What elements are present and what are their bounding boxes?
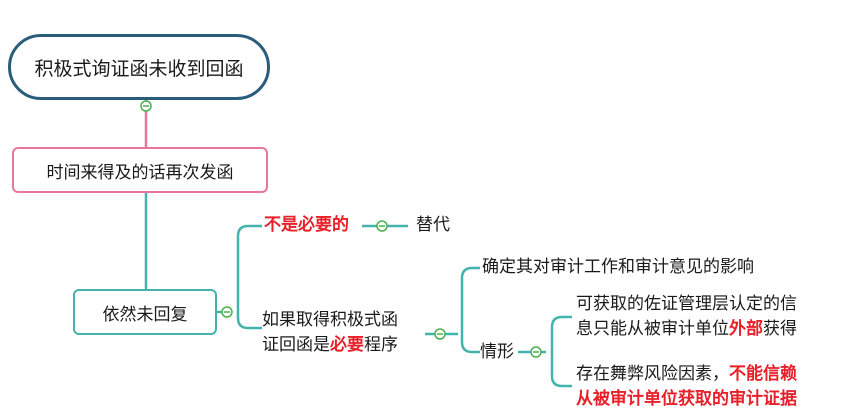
still-no-reply-label: 依然未回复 [102, 304, 188, 325]
root-node[interactable]: 积极式询证函未收到回函 [8, 34, 270, 100]
collapse-icon[interactable] [530, 346, 542, 358]
substitute-node[interactable]: 替代 [416, 215, 450, 235]
collapse-icon[interactable] [376, 220, 388, 232]
situation-item-2[interactable]: 存在舞弊风险因素，不能信赖 从被审计单位获取的审计证据 [576, 364, 797, 409]
collapse-icon[interactable] [434, 328, 446, 340]
effect-node[interactable]: 确定其对审计工作和审计意见的影响 [482, 257, 754, 277]
collapse-icon[interactable] [221, 306, 233, 318]
needed-line1: 如果取得积极式函 [262, 310, 398, 330]
not-needed-node[interactable]: 不是必要的 [264, 215, 349, 235]
still-no-reply-node[interactable]: 依然未回复 [73, 289, 217, 335]
needed-line2: 证回函是必要程序 [262, 335, 398, 355]
needed-node[interactable]: 如果取得积极式函 证回函是必要程序 [262, 308, 398, 358]
root-label: 积极式询证函未收到回函 [34, 57, 244, 80]
situation-item-1[interactable]: 可获取的佐证管理层认定的信 息只能从被审计单位外部获得 [576, 294, 797, 339]
collapse-icon[interactable] [140, 100, 152, 112]
situation-node[interactable]: 情形 [480, 342, 514, 362]
resend-node[interactable]: 时间来得及的话再次发函 [12, 147, 268, 193]
resend-label: 时间来得及的话再次发函 [46, 162, 234, 183]
